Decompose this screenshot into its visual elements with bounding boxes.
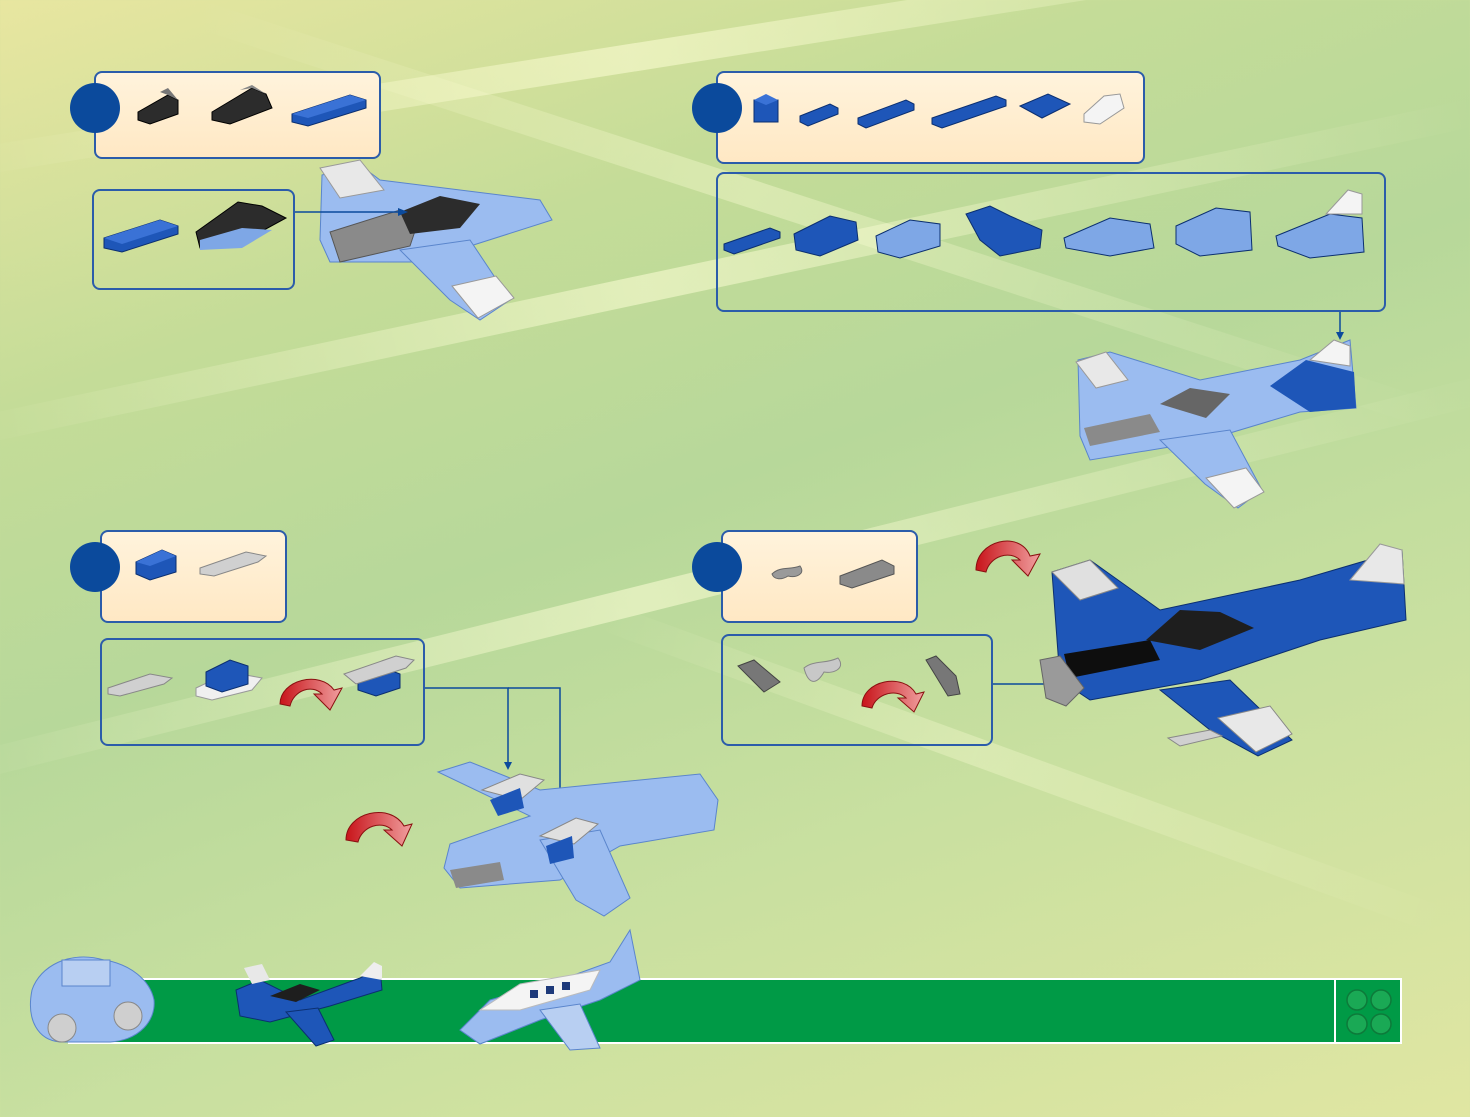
grey-propeller-clip-part <box>772 566 802 579</box>
small-plane-model <box>236 962 382 1046</box>
blue-plate-1x2-part <box>800 104 838 126</box>
car-model <box>30 957 154 1042</box>
blue-brick-2x2-part <box>136 550 176 580</box>
plane-model-step-1 <box>295 160 552 320</box>
blue-plate-1x6-part <box>932 96 1006 128</box>
rotate-arrow-icon <box>862 681 924 712</box>
blue-plate-2x2-part <box>1020 94 1070 118</box>
plane-model-step-4 <box>1040 544 1406 756</box>
jet-model <box>460 930 640 1050</box>
plane-model-step-2 <box>1076 340 1356 508</box>
rotate-arrow-icon <box>976 541 1040 576</box>
blue-plate-1x4-part <box>858 100 914 128</box>
grey-ski-plate-part <box>200 552 266 576</box>
black-slope-part <box>138 88 178 124</box>
black-windscreen-part <box>212 85 272 124</box>
rotate-arrow-icon <box>346 812 412 846</box>
rotate-arrow-icon <box>280 679 342 710</box>
blue-plate-1x4-part <box>292 95 366 126</box>
blue-brick-1x1-part <box>754 94 778 122</box>
grey-plate-1x4-part <box>840 560 894 588</box>
plane-model-step-3 <box>438 762 718 916</box>
white-slope-part <box>1084 94 1124 124</box>
step-2-sequence <box>724 190 1364 258</box>
